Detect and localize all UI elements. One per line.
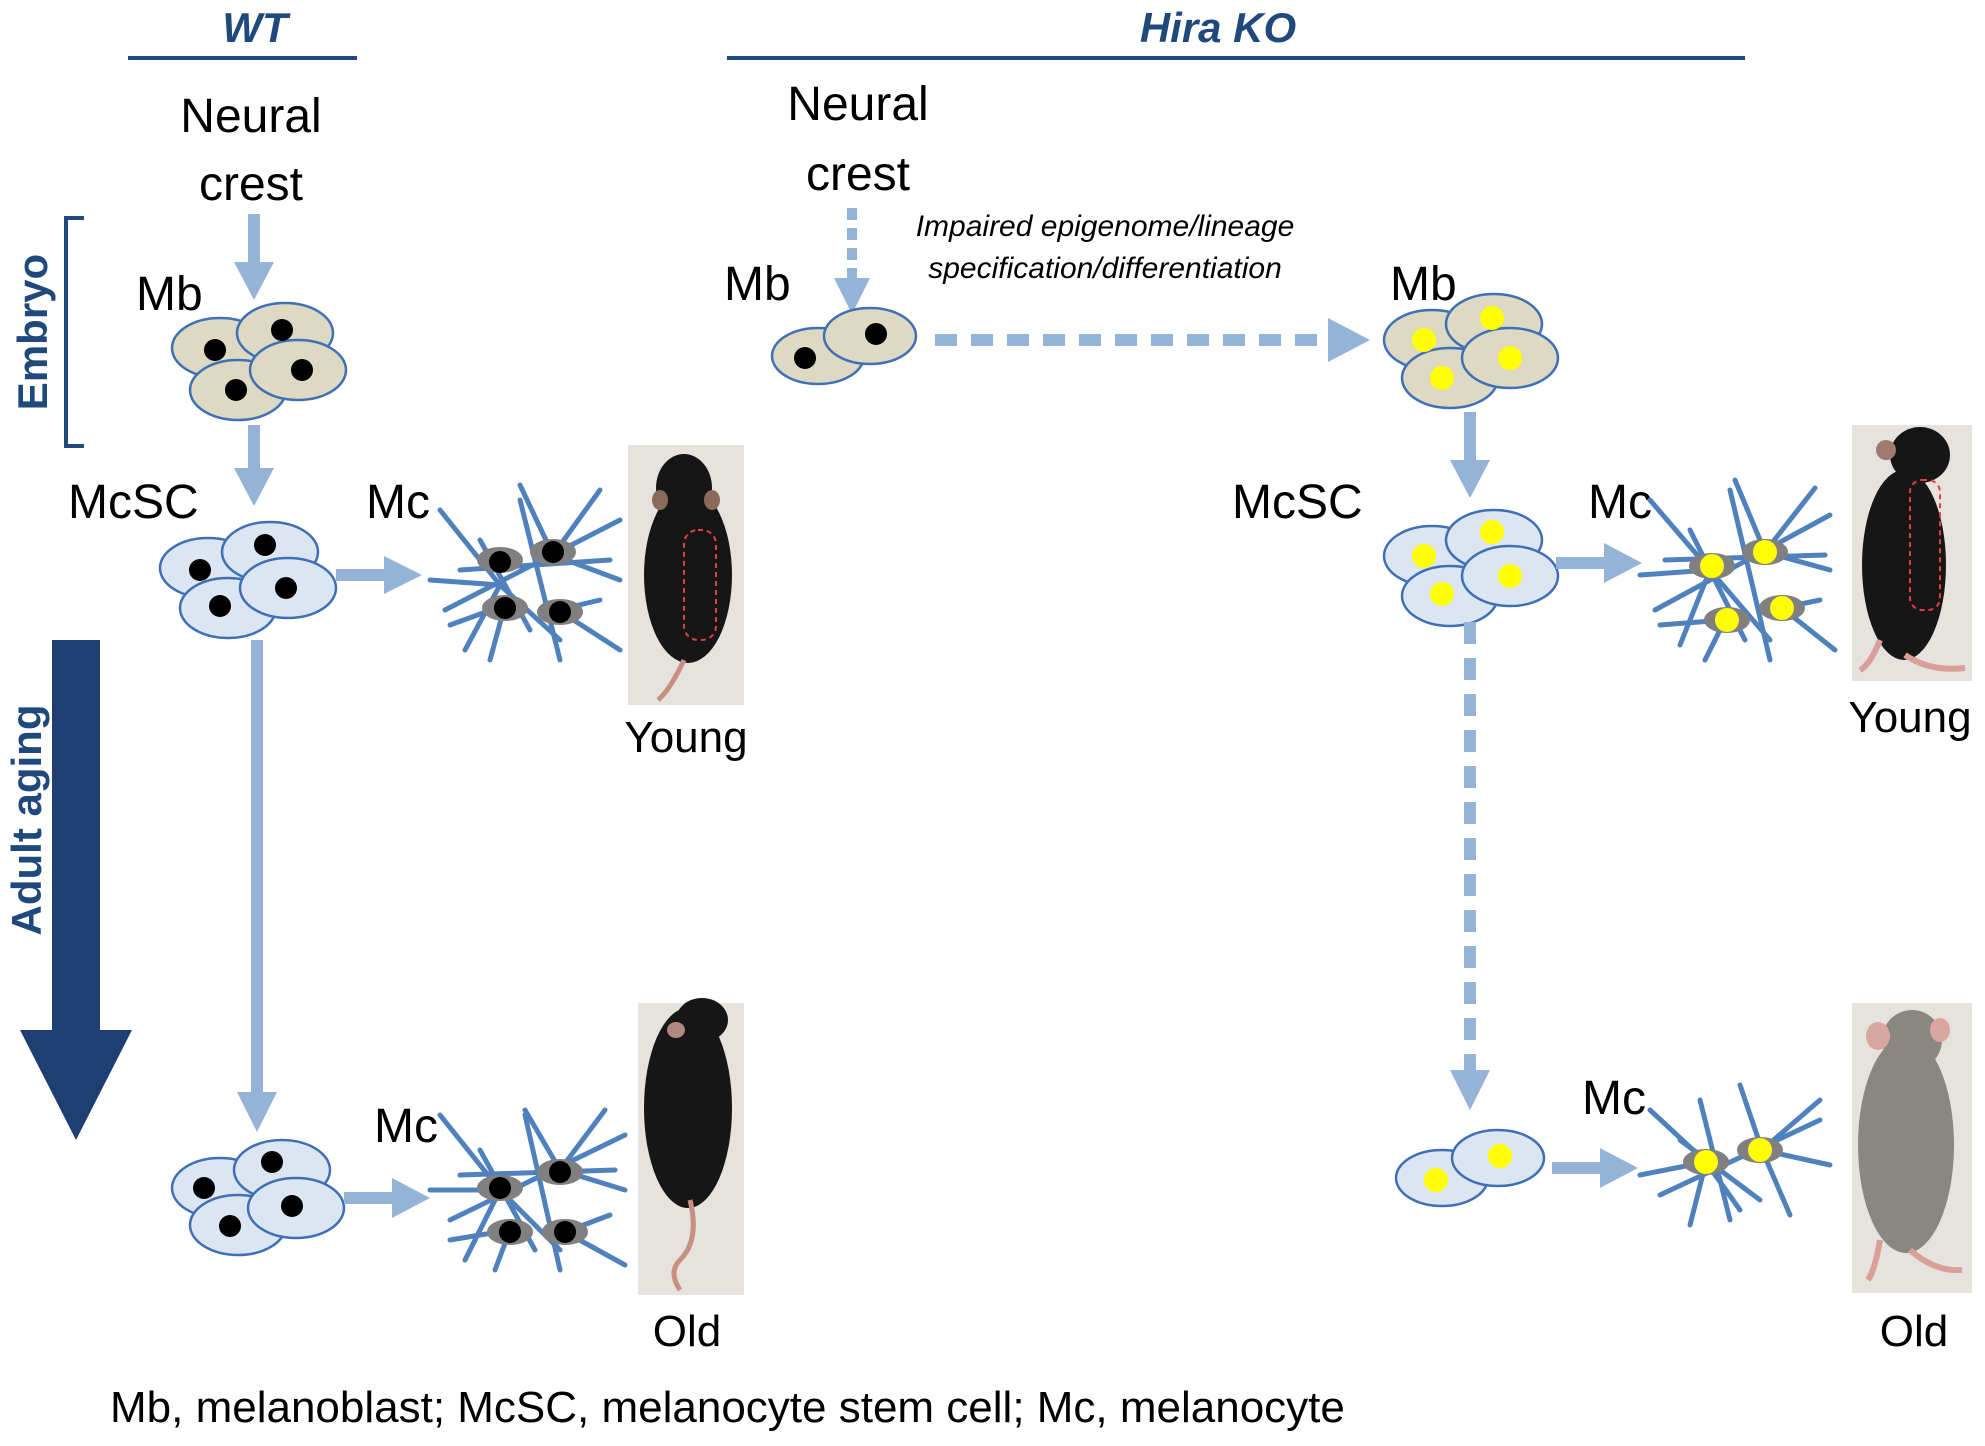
ko-suffix: KO xyxy=(1222,4,1297,51)
wt-origin-line1: Neural xyxy=(180,90,321,143)
ko-mcsc-label: McSC xyxy=(1232,476,1363,529)
ko-mb-left-label: Mb xyxy=(724,258,791,311)
wt-header: WT xyxy=(128,4,357,60)
wt-mcsc-label: McSC xyxy=(68,476,199,529)
ko-header: Hira KO xyxy=(727,4,1745,60)
embryo-label: Embryo xyxy=(9,254,56,410)
ko-arrow-mb-mb xyxy=(935,318,1370,362)
ko-mcsc-cell-cluster xyxy=(1382,508,1560,628)
ko-young-mouse-photo xyxy=(1852,425,1972,681)
ko-mc-old-cluster xyxy=(1637,1082,1833,1228)
adult-aging-label: Adult aging xyxy=(3,705,50,936)
ko-origin-line2: crest xyxy=(806,148,910,201)
ko-old-mouse-photo xyxy=(1852,1003,1972,1293)
wt-mb-label: Mb xyxy=(136,268,203,321)
wt-mc-old-label: Mc xyxy=(374,1100,438,1153)
wt-origin-line2: crest xyxy=(199,158,303,211)
ko-mc-old-label: Mc xyxy=(1582,1072,1646,1125)
wt-arrow-crest-mb xyxy=(234,214,274,300)
ko-title: Hira KO xyxy=(1140,4,1296,51)
embryo-bracket: Embryo xyxy=(9,216,84,448)
wt-arrow-mb-mcsc xyxy=(234,425,274,506)
wt-arrow-old-mc xyxy=(344,1178,430,1218)
ko-mb-right-label: Mb xyxy=(1390,258,1457,311)
ko-mb-left-cells xyxy=(770,306,918,386)
wt-mc-young-label: Mc xyxy=(366,476,430,529)
adult-aging-arrow: Adult aging xyxy=(3,640,132,1140)
ko-young-caption: Young xyxy=(1848,693,1971,742)
ko-arrow-mcsc-mc-young xyxy=(1556,543,1642,583)
ko-arrow-old-mc xyxy=(1552,1148,1638,1188)
wt-young-mouse-photo xyxy=(628,445,744,705)
ko-mc-young-cluster xyxy=(1637,477,1838,663)
ko-arrow-crest-mb xyxy=(834,208,870,314)
footer-legend: Mb, melanoblast; McSC, melanocyte stem c… xyxy=(110,1383,1345,1432)
wt-arrow-mcsc-old xyxy=(237,640,277,1132)
wt-old-mcsc-cell-cluster xyxy=(170,1138,346,1257)
ko-mb-right-cell-cluster xyxy=(1382,292,1560,410)
wt-arrow-mcsc-mc-young xyxy=(336,556,422,594)
ko-gene: Hira xyxy=(1140,4,1222,51)
ko-arrow-mcsc-old xyxy=(1450,622,1490,1110)
wt-mc-young-cluster xyxy=(427,482,623,663)
ko-arrow-mb-mcsc xyxy=(1450,412,1490,498)
wt-mc-old-cluster xyxy=(427,1107,628,1273)
wt-mcsc-cell-cluster xyxy=(158,520,338,640)
ko-impairment-line1: Impaired epigenome/lineage xyxy=(916,210,1295,243)
ko-old-caption: Old xyxy=(1880,1307,1948,1356)
wt-mb-cell-cluster xyxy=(170,301,348,422)
wt-young-caption: Young xyxy=(624,713,747,762)
wt-old-mouse-photo xyxy=(638,998,744,1295)
ko-origin-line1: Neural xyxy=(787,78,928,131)
ko-old-mcsc-cells xyxy=(1394,1128,1546,1208)
wt-title: WT xyxy=(222,4,291,51)
ko-mc-young-label: Mc xyxy=(1588,476,1652,529)
ko-impairment-line2: specification/differentiation xyxy=(928,252,1282,285)
wt-old-caption: Old xyxy=(653,1307,721,1356)
